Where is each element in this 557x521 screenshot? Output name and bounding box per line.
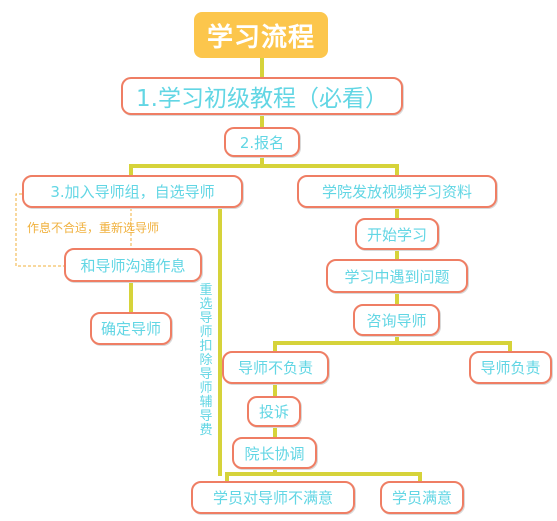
annotation-reselect-deduct: 重选导师扣除导师辅导费 bbox=[199, 283, 213, 438]
node-complain: 投诉 bbox=[247, 396, 301, 427]
node-satisfied-label: 学员满意 bbox=[391, 489, 452, 507]
node-video: 学院发放视频学习资料 bbox=[297, 175, 497, 208]
node-step2-label: 2.报名 bbox=[239, 133, 285, 152]
node-confirm: 确定导师 bbox=[90, 312, 172, 345]
diagram-title: 学习流程 bbox=[194, 12, 328, 58]
node-dean-label: 院长协调 bbox=[244, 444, 305, 463]
node-step3-label: 3.加入导师组，自选导师 bbox=[50, 183, 215, 201]
node-communicate: 和导师沟通作息 bbox=[64, 248, 202, 282]
node-unsatisfied-label: 学员对导师不满意 bbox=[212, 489, 333, 507]
node-satisfied: 学员满意 bbox=[380, 481, 464, 514]
node-responsible-label: 导师负责 bbox=[480, 359, 541, 377]
connector-feedback-dashed bbox=[15, 193, 64, 267]
node-step1: 1.学习初级教程（必看） bbox=[121, 77, 403, 115]
node-step2: 2.报名 bbox=[224, 127, 300, 157]
node-complain-label: 投诉 bbox=[258, 403, 289, 421]
node-irresponsible-label: 导师不负责 bbox=[237, 359, 313, 377]
node-video-label: 学院发放视频学习资料 bbox=[321, 183, 472, 201]
node-step1-label: 1.学习初级教程（必看） bbox=[136, 86, 388, 112]
node-step3: 3.加入导师组，自选导师 bbox=[22, 175, 243, 208]
node-start-label: 开始学习 bbox=[366, 225, 427, 244]
node-problem: 学习中遇到问题 bbox=[326, 259, 468, 293]
node-irresponsible: 导师不负责 bbox=[222, 351, 329, 384]
node-dean: 院长协调 bbox=[232, 437, 317, 469]
node-responsible: 导师负责 bbox=[469, 351, 552, 384]
node-problem-label: 学习中遇到问题 bbox=[344, 267, 450, 286]
node-consult-label: 咨询导师 bbox=[366, 311, 427, 330]
node-start: 开始学习 bbox=[355, 218, 439, 250]
diagram-title-text: 学习流程 bbox=[206, 22, 315, 53]
node-consult: 咨询导师 bbox=[353, 304, 440, 336]
node-confirm-label: 确定导师 bbox=[100, 320, 161, 338]
node-unsatisfied: 学员对导师不满意 bbox=[191, 481, 355, 514]
annotation-schedule-mismatch: 作息不合适，重新选导师 bbox=[27, 221, 160, 235]
node-communicate-label: 和导师沟通作息 bbox=[80, 256, 186, 275]
